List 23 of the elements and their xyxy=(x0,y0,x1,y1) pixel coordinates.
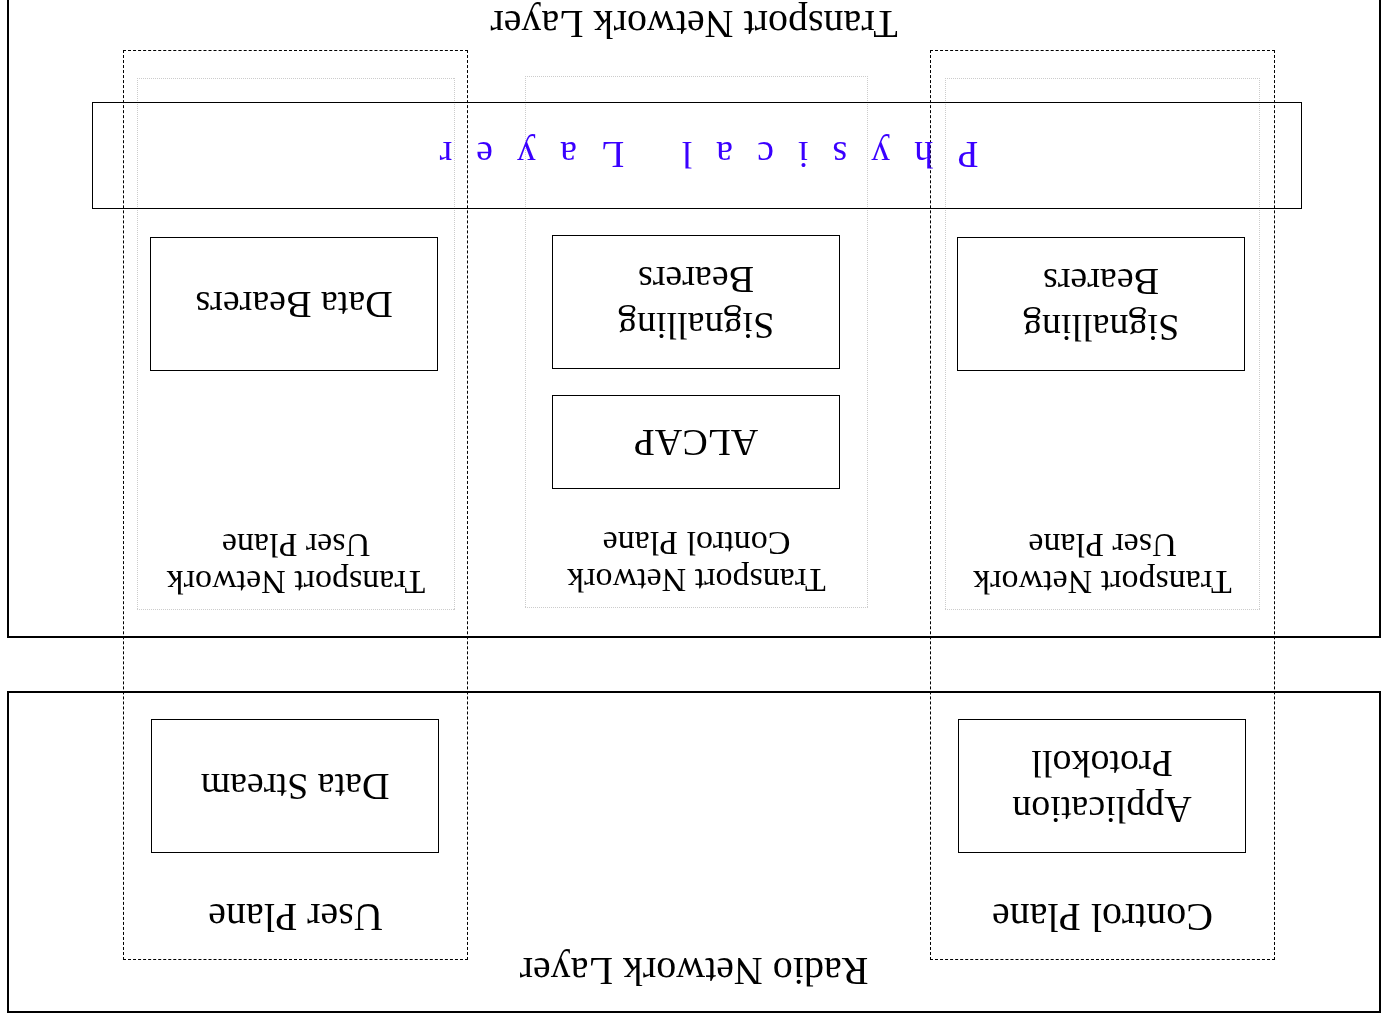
layer-title: Radio Network Layer xyxy=(519,949,869,993)
box-label: Application Protokoll xyxy=(1011,742,1193,832)
plane-title: Transport Network Control Plane xyxy=(566,524,827,599)
plane-title: Transport Network User Plane xyxy=(972,526,1233,601)
layer-title: Transport Network Layer xyxy=(490,2,898,46)
plane-title: User Plane xyxy=(208,895,383,939)
layer-band xyxy=(92,102,1302,209)
layer-title: Physical Layer xyxy=(415,133,979,178)
layer-panel xyxy=(7,0,1381,638)
plane-title: Control Plane xyxy=(991,895,1214,939)
box-label: Signalling Bearers xyxy=(1021,260,1181,350)
protocol-box xyxy=(552,395,840,489)
layer-panel xyxy=(7,691,1381,1013)
protocol-box xyxy=(151,719,439,853)
box-label: Signalling Bearers xyxy=(616,258,776,348)
box-label: Data Bearers xyxy=(195,282,393,327)
protocol-box xyxy=(150,237,438,371)
protocol-box xyxy=(958,719,1246,853)
box-label: Data Stream xyxy=(200,764,390,809)
box-label: ALCAP xyxy=(633,420,759,465)
plane-title: Transport Network User Plane xyxy=(165,526,427,601)
protocol-box xyxy=(957,237,1245,371)
protocol-box xyxy=(552,235,840,369)
